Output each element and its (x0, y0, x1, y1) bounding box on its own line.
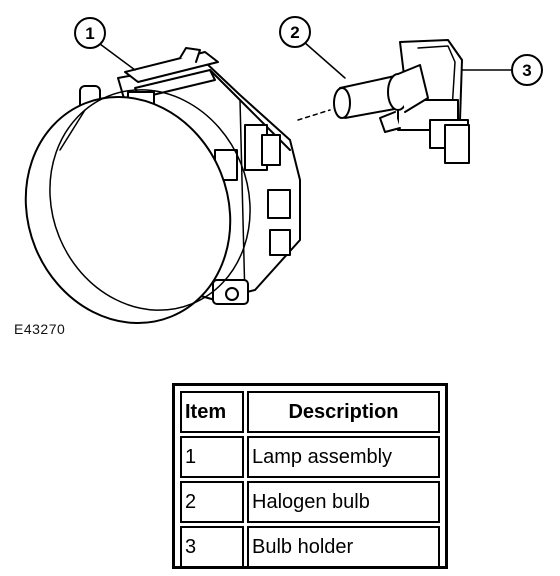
legend-item-description: Bulb holder (247, 526, 440, 568)
legend-row: 3 Bulb holder (180, 526, 440, 568)
legend-header-description: Description (247, 391, 440, 433)
leader-lines (99, 41, 513, 121)
legend-table: Item Description 1 Lamp assembly 2 Halog… (177, 388, 443, 571)
legend-item-number: 3 (180, 526, 244, 568)
legend-row: 2 Halogen bulb (180, 481, 440, 523)
figure-id: E43270 (14, 321, 66, 337)
callout-1 (74, 17, 106, 49)
legend-item-number: 2 (180, 481, 244, 523)
legend-item-description: Halogen bulb (247, 481, 440, 523)
callout-2-label: 2 (290, 23, 299, 42)
callout-3 (511, 54, 543, 86)
bulb-holder (379, 39, 470, 164)
fog-lamp-exploded-illustration: 1 2 3 (24, 16, 543, 325)
callout-1-label: 1 (85, 24, 94, 43)
legend-table-frame: Item Description 1 Lamp assembly 2 Halog… (172, 383, 448, 569)
halogen-bulb (333, 64, 429, 119)
lamp-assembly (24, 47, 301, 325)
legend-header-item: Item (180, 391, 244, 433)
legend-item-number: 1 (180, 436, 244, 478)
legend-header-row: Item Description (180, 391, 440, 433)
legend-row: 1 Lamp assembly (180, 436, 440, 478)
callout-3-label: 3 (522, 61, 531, 80)
legend-item-description: Lamp assembly (247, 436, 440, 478)
callout-2 (279, 16, 311, 48)
